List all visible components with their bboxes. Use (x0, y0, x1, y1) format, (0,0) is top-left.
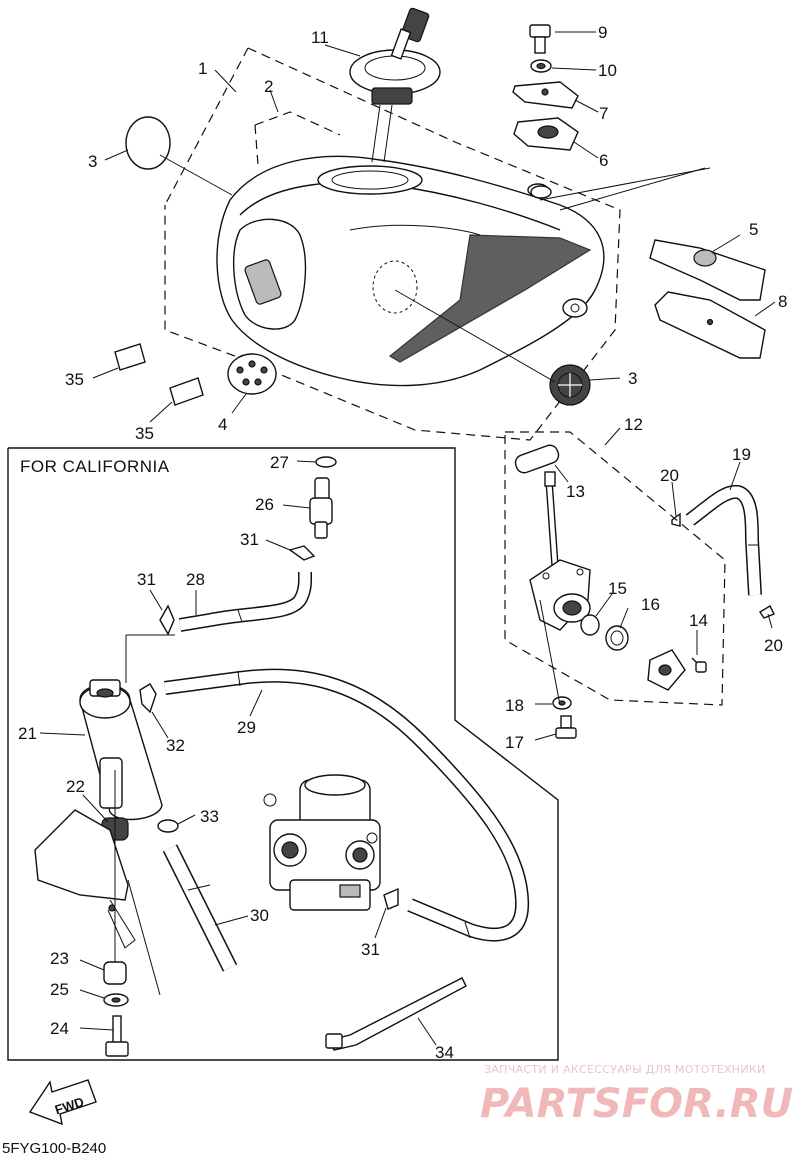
clip-31-b (159, 604, 175, 636)
bracket-7 (512, 81, 579, 109)
leader-lines-california (39, 460, 437, 1046)
fuel-cap (349, 7, 441, 163)
callout-27: 27 (270, 453, 289, 472)
callout-13: 13 (566, 482, 585, 501)
callout-2: 2 (264, 77, 273, 96)
callout-8: 8 (778, 292, 787, 311)
hose-19 (685, 484, 762, 596)
callout-3a: 3 (88, 152, 97, 171)
callout-34: 34 (435, 1043, 454, 1062)
pad-35-b (169, 377, 204, 406)
clip-32 (139, 683, 157, 714)
bolt-9 (529, 24, 551, 54)
plate-8 (654, 291, 766, 359)
callout-24: 24 (50, 1019, 69, 1038)
callout-22: 22 (66, 777, 85, 796)
callout-28: 28 (186, 570, 205, 589)
lever (647, 649, 686, 691)
callout-32: 32 (166, 736, 185, 755)
fuel-tank (216, 155, 605, 387)
callout-5: 5 (749, 220, 758, 239)
callout-31a: 31 (240, 530, 259, 549)
box-title: FOR CALIFORNIA (20, 457, 170, 476)
gasket-13 (514, 444, 560, 474)
bolt-24 (105, 1015, 129, 1057)
callout-11: 11 (311, 28, 329, 47)
carburetor (263, 774, 381, 911)
clip-31-c (383, 887, 399, 910)
bracket-5 (649, 239, 766, 301)
callout-19: 19 (732, 445, 751, 464)
assembly-outline-2 (254, 111, 341, 166)
callout-31b: 31 (137, 570, 156, 589)
hose-30 (162, 844, 238, 972)
california-box (7, 447, 559, 1061)
washer-18 (552, 696, 572, 710)
o-ring-15 (580, 614, 600, 636)
callout-18: 18 (505, 696, 524, 715)
callout-15: 15 (608, 579, 627, 598)
callout-35a: 35 (65, 370, 84, 389)
drawing-code: 5FYG100-B240 (2, 1140, 106, 1156)
damper-6 (513, 117, 579, 151)
cable-tie-34 (325, 977, 467, 1051)
assembly-outline-1 (164, 47, 621, 441)
callout-25: 25 (50, 980, 69, 999)
callout-16: 16 (641, 595, 660, 614)
leader-lines-cock (534, 427, 773, 741)
callout-7: 7 (599, 104, 608, 123)
canister-bracket (34, 809, 136, 949)
hose-29 (164, 668, 530, 942)
fwd-arrow: FWD (28, 1079, 97, 1126)
watermark-brand: PARTSFOR.RU (480, 1081, 792, 1127)
washer-10 (530, 59, 552, 73)
damper-4 (227, 353, 277, 395)
hose-28 (178, 571, 313, 632)
callout-1: 1 (198, 59, 207, 78)
watermark-tagline: ЗАПЧАСТИ И АКСЕССУАРЫ ДЛЯ МОТОТЕХНИКИ (484, 1063, 766, 1076)
fuel-cock (529, 471, 591, 631)
clip-31-a (288, 545, 316, 561)
collar-23 (103, 961, 127, 985)
clip-27 (315, 456, 337, 468)
callout-12: 12 (624, 415, 643, 434)
callout-3b: 3 (628, 369, 637, 388)
callout-4: 4 (218, 415, 227, 434)
emblem-3-right (549, 364, 591, 406)
callout-33: 33 (200, 807, 219, 826)
clip-20-b (759, 605, 775, 619)
callout-30: 30 (250, 906, 269, 925)
callout-26: 26 (255, 495, 274, 514)
pad-35-a (114, 343, 146, 371)
screw-14 (691, 657, 707, 673)
callout-20b: 20 (764, 636, 783, 655)
watermark: ЗАПЧАСТИ И АКСЕССУАРЫ ДЛЯ МОТОТЕХНИКИ PA… (480, 1063, 792, 1127)
canister-21 (79, 679, 163, 821)
callout-29: 29 (237, 718, 256, 737)
callout-31c: 31 (361, 940, 380, 959)
assembly-outline-12 (504, 431, 726, 706)
callout-35b: 35 (135, 424, 154, 443)
screw-17 (555, 715, 577, 739)
clip-20-a (671, 512, 681, 527)
gasket-16 (605, 625, 629, 651)
leader-lines-top (92, 31, 776, 423)
callout-17: 17 (505, 733, 524, 752)
grommet (530, 185, 552, 199)
callouts: 1 2 3 11 9 10 7 6 5 8 3 35 35 4 12 13 20… (18, 23, 787, 1062)
callout-23: 23 (50, 949, 69, 968)
callout-14: 14 (689, 611, 708, 630)
valve-26 (309, 477, 333, 539)
callout-9: 9 (598, 23, 607, 42)
emblem-3-left (125, 116, 171, 170)
callout-10: 10 (598, 61, 617, 80)
clip-33 (157, 819, 179, 833)
washer-25 (103, 993, 129, 1007)
callout-20a: 20 (660, 466, 679, 485)
callout-6: 6 (599, 151, 608, 170)
callout-21: 21 (18, 724, 37, 743)
